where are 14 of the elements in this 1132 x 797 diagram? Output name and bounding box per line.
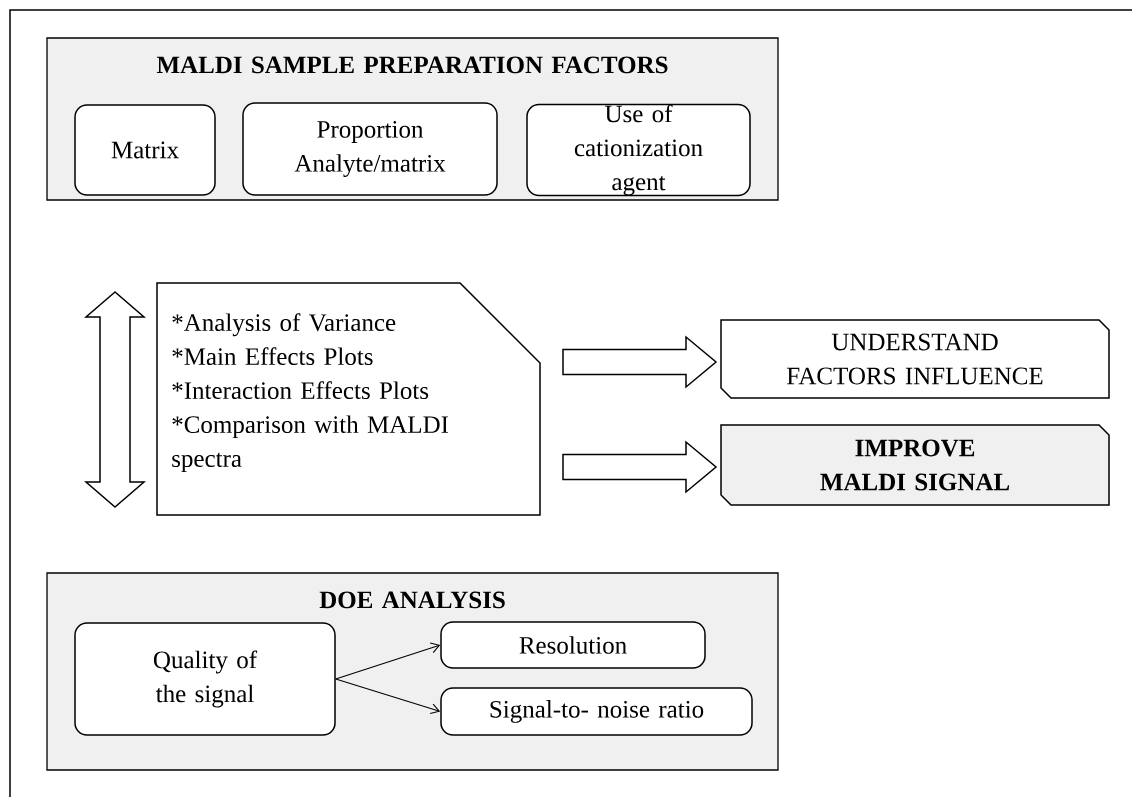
result-box: IMPROVE MALDI SIGNAL bbox=[720, 424, 1110, 506]
note-box: *Analysis of Variance *Main Effects Plots *Interaction Effects Plots *Comparison with MALDI spectra bbox=[156, 282, 541, 516]
double-arrow bbox=[84, 291, 147, 508]
rounded-box: Use of cationization agent bbox=[526, 103, 751, 197]
rounded-box: Signal-to- noise ratio bbox=[440, 687, 753, 736]
rounded-box: Quality of the signal bbox=[74, 622, 336, 736]
rounded-box: Proportion Analyte/matrix bbox=[242, 102, 498, 196]
block-arrow bbox=[562, 335, 718, 389]
result-box: UNDERSTAND FACTORS INFLUENCE bbox=[720, 319, 1110, 399]
block-arrow bbox=[562, 440, 718, 494]
rounded-box: Matrix bbox=[74, 104, 216, 196]
arrow bbox=[335, 642, 441, 680]
rounded-box: Resolution bbox=[440, 621, 706, 669]
arrow bbox=[335, 678, 441, 715]
